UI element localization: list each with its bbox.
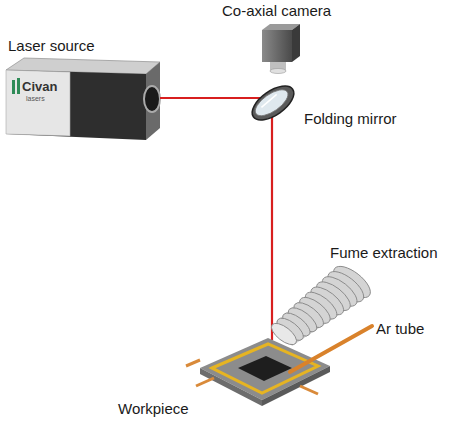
part-label: Folding mirror [304,110,397,128]
part-label: Fume extraction [330,244,438,262]
ar-tube [290,326,372,372]
folding-mirror [246,79,299,126]
part-label: Workpiece [118,400,189,418]
coaxial-camera [262,24,300,74]
logo-text: lasers [26,95,45,103]
logo-text: Civan [22,80,57,94]
workpiece [186,338,330,406]
part-label: Laser source [8,37,95,55]
laser-source [6,58,160,140]
part-label: Co-axial camera [222,2,331,20]
laser-beam [160,98,272,340]
part-label: Ar tube [376,320,424,338]
